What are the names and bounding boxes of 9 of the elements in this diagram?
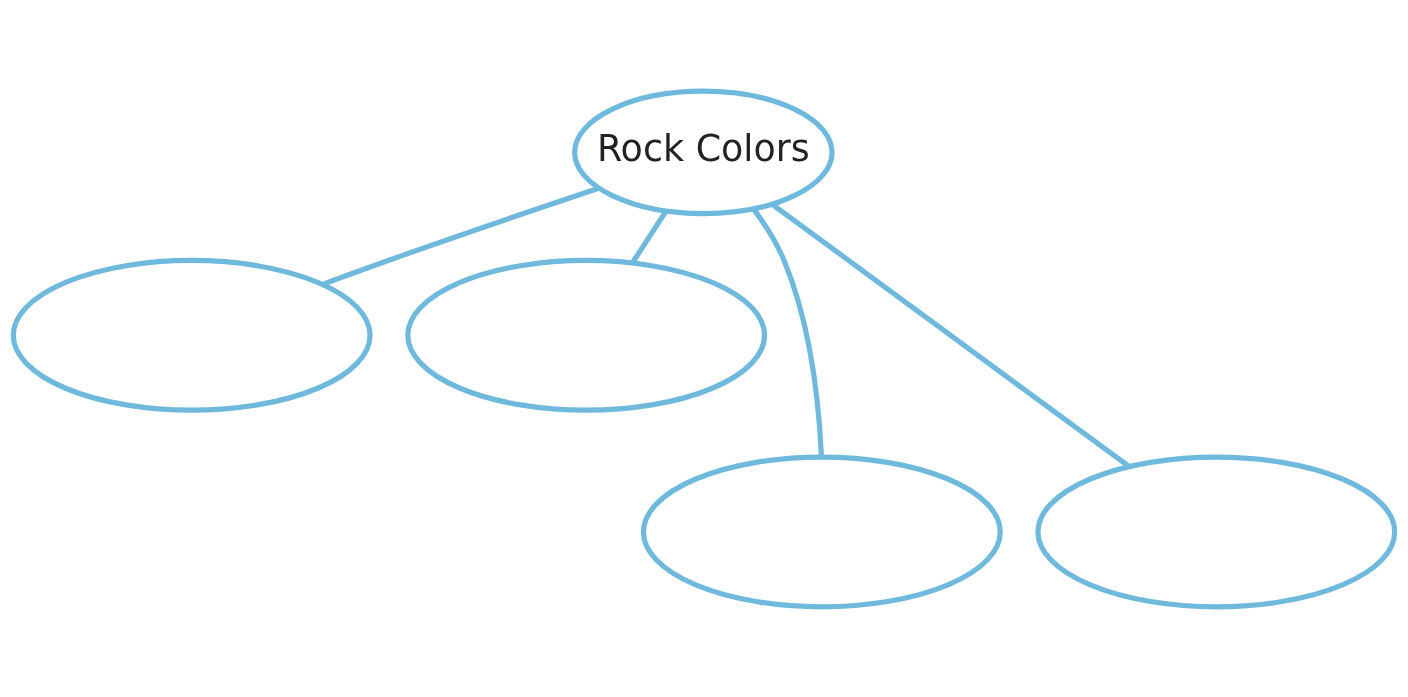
connector xyxy=(630,209,669,264)
connector xyxy=(321,185,600,287)
node-ellipse: Rock Colors xyxy=(572,88,835,216)
connector xyxy=(771,201,1131,469)
node-ellipse xyxy=(1035,453,1398,609)
node-ellipse xyxy=(640,453,1003,609)
connector xyxy=(751,207,825,457)
node-ellipse xyxy=(405,257,768,413)
node-ellipse xyxy=(10,257,373,413)
